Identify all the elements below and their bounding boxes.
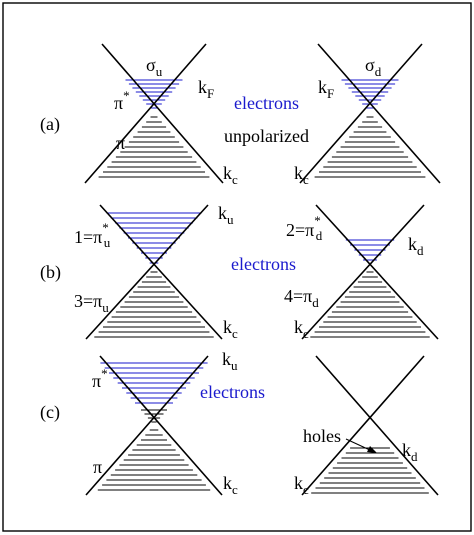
panel-c-left-pi-star: π* [92,366,108,391]
panel-c-right-holes: holes [303,426,341,446]
panel-a-left-cone-line-2 [84,43,207,184]
panel-b-left-ku: ku [218,203,234,227]
panel-a: (a) σu π* π kF kc electrons unpolarized … [40,43,441,187]
panel-c-left-kc: kc [223,473,238,497]
panel-b-right-pi-d: 4=πd [284,286,319,310]
panel-b-right-kc: kc [294,317,309,341]
panel-b-left-pi-u: 3=πu [74,291,109,315]
panel-c-holes-arrowhead [367,446,377,453]
panel-c-label: (c) [40,402,60,423]
panel-a-right-cone-line-1 [317,43,441,184]
panel-c-left-cone-line-1 [99,355,223,496]
panel-b-right-pi-star-d: 2=π*d [286,213,323,243]
panel-a-left-kc: kc [223,163,238,187]
panel-b-electrons: electrons [231,254,296,274]
panel-c-right-cone-line-2 [301,355,425,496]
panel-a-left-sigma: σu [146,55,163,79]
panel-a-unpolarized: unpolarized [224,126,309,146]
panel-c-right-kc: kc [294,473,309,497]
panel-b: (b) 1=π*u 3=πu ku kc electrons 2=π*d 4=π… [40,203,439,341]
panel-b-right-cone-line-2 [301,204,425,340]
panel-a-left-cone-line-1 [101,43,224,184]
panel-a-right-kF: kF [318,77,334,101]
panel-c-left-pi: π [93,457,102,477]
panel-c-left-ku: ku [222,349,238,373]
panel-c-right-cone-line-1 [315,355,439,496]
panel-c-electrons: electrons [200,382,265,402]
panel-a-right-sigma: σd [365,55,382,79]
panel-a-left-kF: kF [198,77,214,101]
panel-b-left-pi-star-u: 1=π*u [74,220,111,250]
panel-b-left-kc: kc [223,317,238,341]
panel-c-holes-arrow-line [345,438,373,452]
hatch-layer [94,79,430,494]
panel-a-right-cone-line-2 [299,43,423,184]
panel-a-label: (a) [40,114,60,135]
panel-c-left-cone-line-2 [85,355,209,496]
panel-c-right-kd: kd [402,440,418,464]
panel-a-left-pi: π [116,133,125,153]
panel-a-left-pi-star: π* [114,88,130,113]
panel-b-right-kd: kd [408,234,424,258]
panel-a-electrons: electrons [234,93,299,113]
panel-b-left-cone-line-2 [85,204,209,340]
panel-b-left-cone-line-1 [99,204,223,340]
panel-c: (c) π* π ku kc electrons holes kd kc [40,349,439,497]
panel-a-right-kc: kc [294,163,309,187]
panel-b-right-cone-line-1 [315,204,439,340]
panel-b-label: (b) [40,262,61,283]
